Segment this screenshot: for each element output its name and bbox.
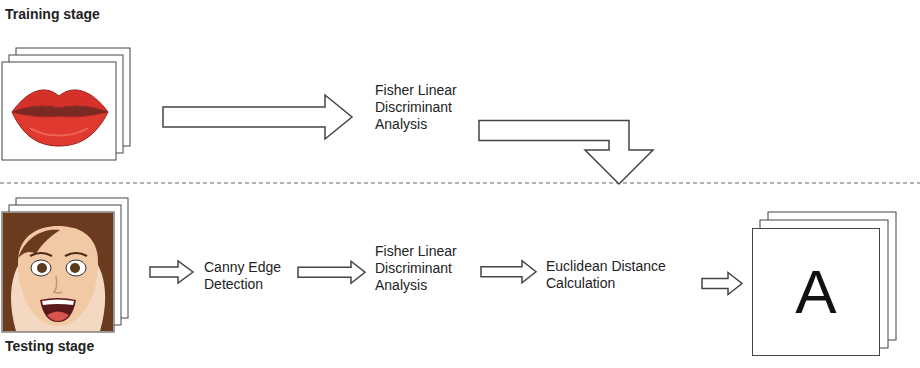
step-text: Canny Edge Detection	[204, 259, 288, 293]
flow-arrow	[702, 273, 742, 295]
process-step: Fisher Linear Discriminant Analysis	[375, 243, 471, 294]
input-arrow	[150, 261, 193, 283]
lips-image-stack	[2, 48, 130, 160]
face-image-stack	[2, 198, 128, 332]
stage-separator	[0, 182, 920, 183]
stage-label: Testing stage	[5, 338, 94, 354]
process-step: Fisher Linear Discriminant Analysis	[375, 82, 471, 133]
flow-arrow	[298, 261, 365, 283]
result-page: A	[752, 228, 880, 356]
input-arrow	[163, 95, 352, 139]
step-text: Euclidean Distance Calculation	[546, 258, 692, 292]
flow-arrow	[481, 261, 536, 283]
process-step: Euclidean Distance Calculation	[546, 258, 692, 292]
stage-label: Training stage	[5, 6, 100, 22]
process-step: Canny Edge Detection	[204, 259, 288, 293]
step-text: Fisher Linear Discriminant Analysis	[375, 82, 471, 133]
step-text: Fisher Linear Discriminant Analysis	[375, 243, 471, 294]
flow-arrow	[479, 121, 653, 185]
step-text: A	[795, 257, 836, 327]
